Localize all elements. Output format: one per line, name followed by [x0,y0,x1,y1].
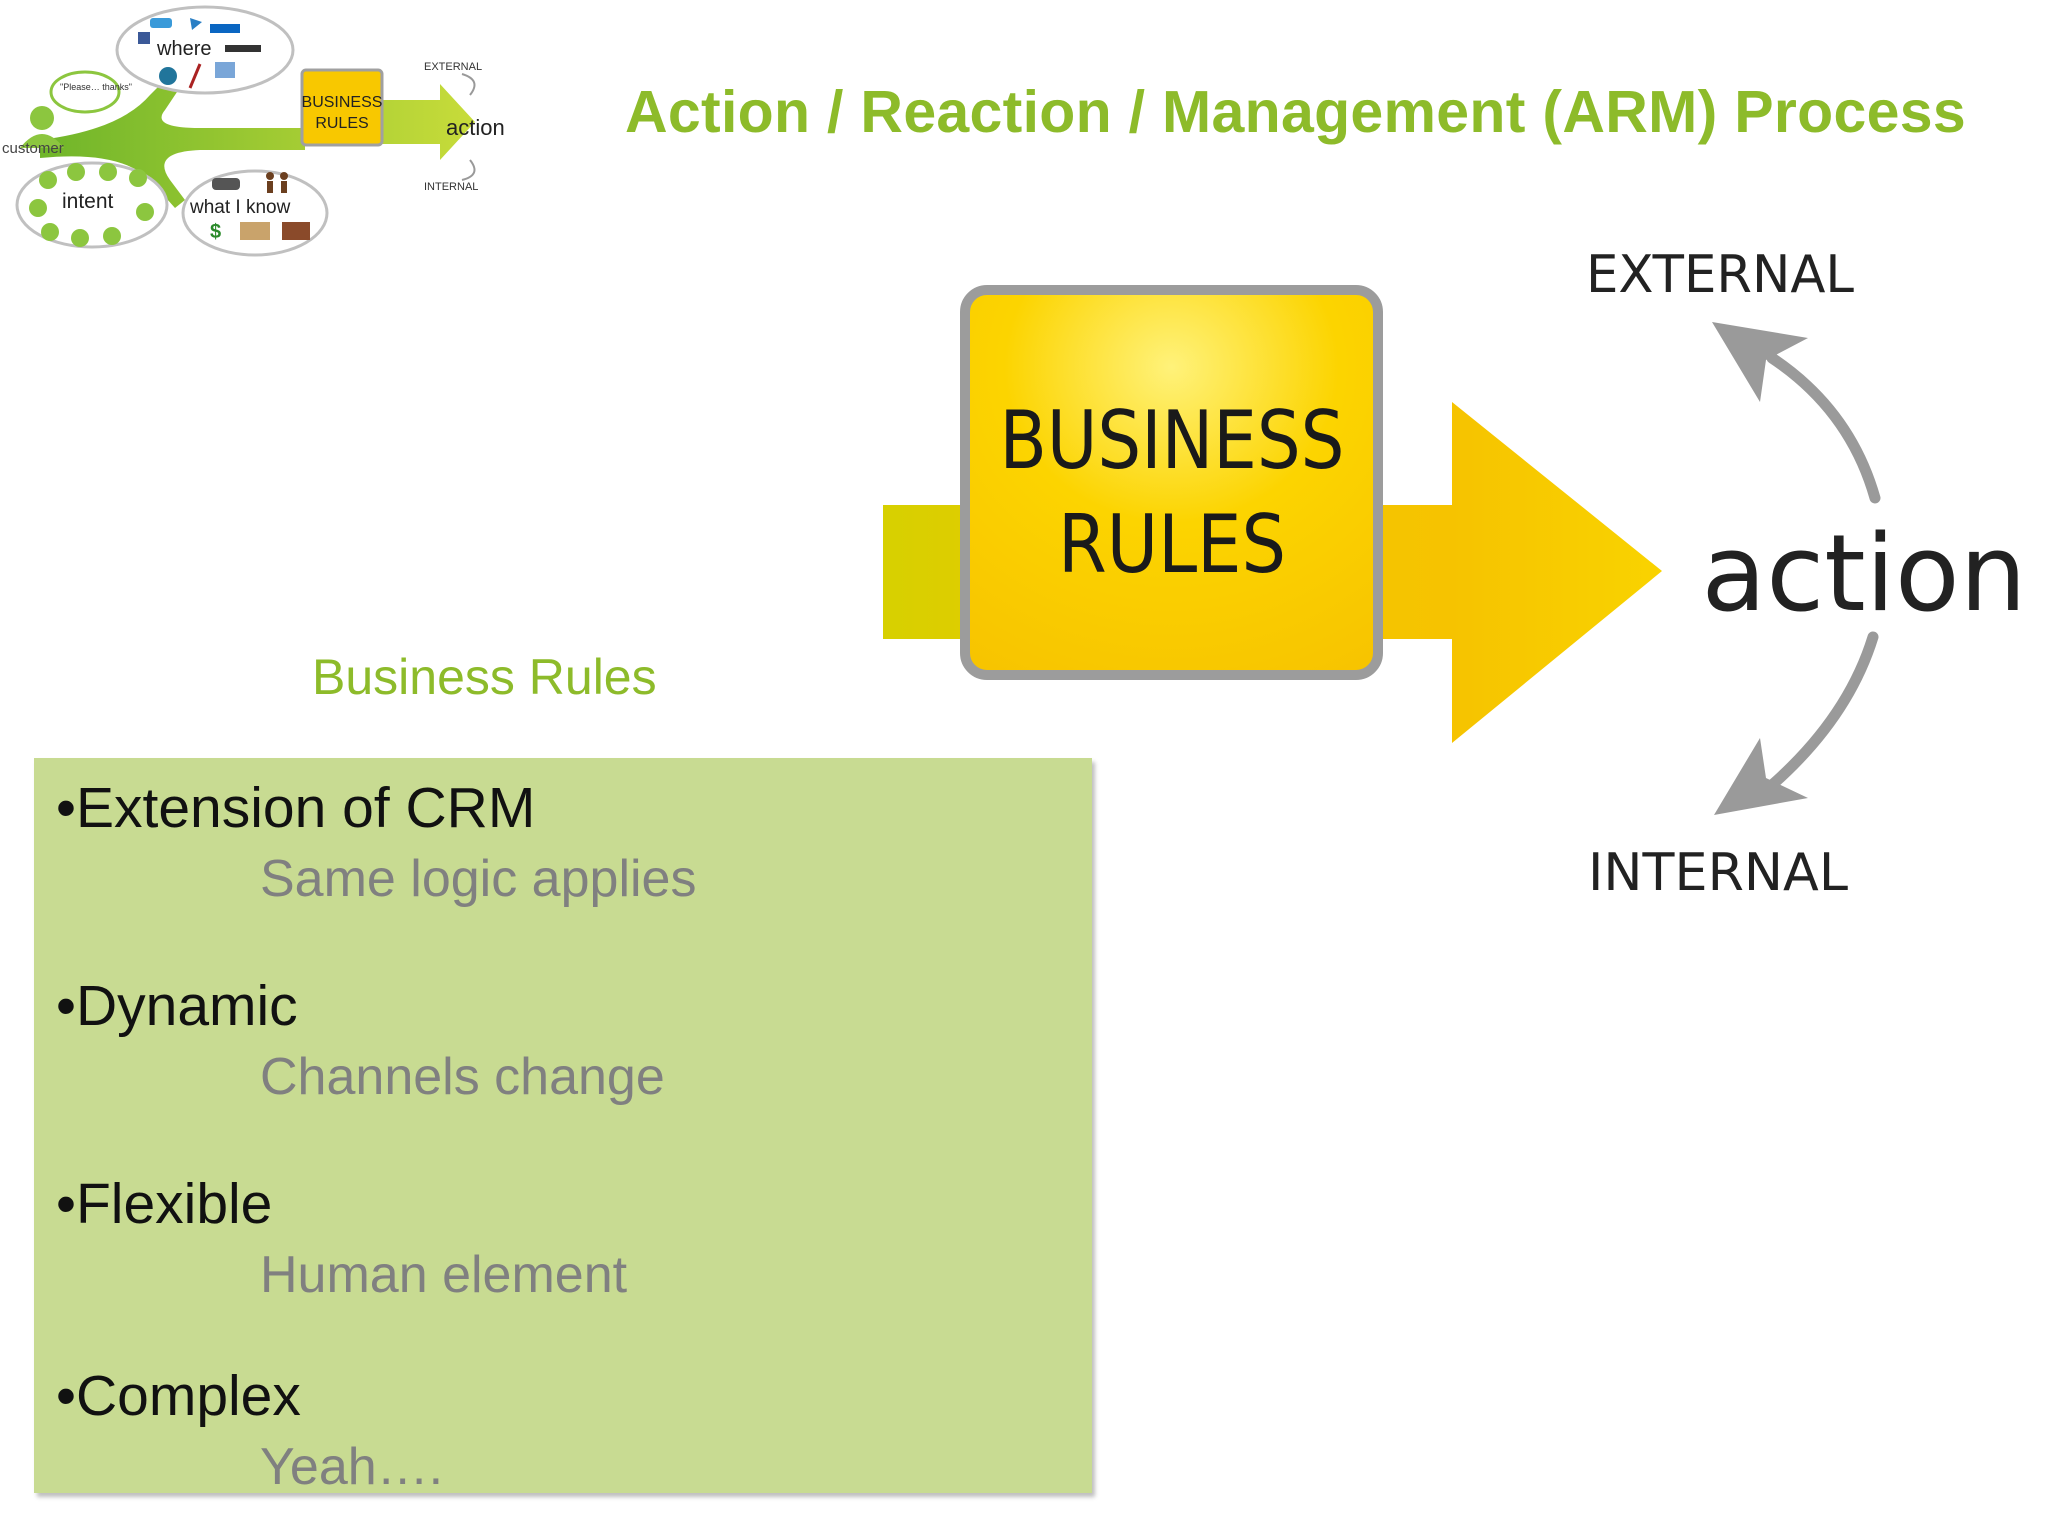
section-subtitle: Business Rules [312,649,657,705]
emoji-faces-icon [29,163,154,247]
bullet-head: •Complex [56,1364,301,1428]
bullet-sub: Human element [260,1246,628,1304]
external-label: EXTERNAL [1586,245,1854,305]
bullet-sub: Yeah…. [260,1438,444,1496]
thumb-action-label: action [446,115,505,140]
bullet-sub: Channels change [260,1048,665,1106]
internal-label: INTERNAL [1588,843,1848,903]
thumb-where-label: where [156,38,211,60]
bullet-head: •Extension of CRM [56,776,536,840]
external-arrowhead-icon [1712,322,1808,402]
thumbnail-diagram: customer "Please… thanks" where intent w… [2,5,505,257]
bullet-sub: Same logic applies [260,850,697,908]
people-icon [266,172,288,193]
bullet-item: •Flexible Human element [56,1172,628,1304]
bullet-item: •Extension of CRM Same logic applies [56,776,697,908]
bullet-head: •Flexible [56,1172,273,1236]
thumb-intent-label: intent [62,190,114,213]
thumb-box-line1: BUSINESS [302,94,383,111]
box-line1: BUSINESS [1000,394,1345,487]
page-title: Action / Reaction / Management (ARM) Pro… [625,79,1966,145]
bullet-item: •Dynamic Channels change [56,974,665,1106]
thumb-whatiknow-label: what I know [189,197,291,218]
thumb-external-label: EXTERNAL [424,61,482,73]
action-label: action [1702,512,2027,635]
thumb-internal-label: INTERNAL [424,181,478,193]
svg-text:$: $ [210,221,221,243]
thumb-box-line2: RULES [315,115,368,132]
bullet-item: •Complex Yeah…. [56,1364,444,1496]
thumb-customer-label: customer [2,140,64,157]
box-line2: RULES [1058,498,1286,591]
curve-arrow-external [1766,352,1881,504]
thumb-please-bubble: "Please… thanks" [60,82,132,92]
internal-arrowhead-icon [1714,738,1808,815]
business-rules-box [960,285,1383,680]
bullet-head: •Dynamic [56,974,298,1038]
flow-arrow-head [1452,402,1662,743]
customer-icon [20,106,64,148]
curve-arrow-internal [1766,631,1879,791]
thumb-business-rules-box [300,68,384,147]
bullets-panel: •Extension of CRM Same logic applies •Dy… [34,758,1092,1493]
